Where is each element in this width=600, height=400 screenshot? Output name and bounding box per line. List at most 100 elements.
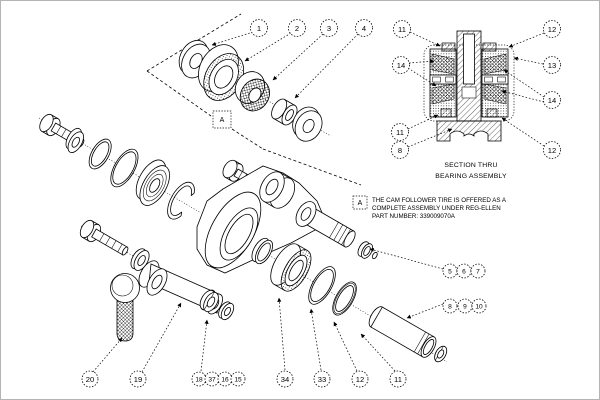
svg-text:15: 15 — [234, 376, 242, 383]
svg-text:34: 34 — [281, 375, 289, 384]
svg-text:13: 13 — [548, 61, 556, 70]
svg-text:8: 8 — [398, 146, 402, 155]
spacer-ring — [251, 237, 273, 265]
section-bearing-left — [429, 42, 457, 118]
svg-text:8: 8 — [448, 303, 452, 310]
svg-text:14: 14 — [548, 96, 556, 105]
section-bearing-right — [481, 42, 509, 118]
section-title-line1: SECTION THRU — [444, 162, 497, 169]
nut-washer-set — [199, 290, 235, 321]
callout-2: 2 — [288, 19, 306, 37]
leader-12-bottom — [501, 117, 545, 147]
section-view: SECTION THRU BEARING ASSEMBLY — [423, 30, 515, 180]
svg-text:16: 16 — [221, 376, 229, 383]
leader-11-lower — [360, 333, 396, 372]
note-line2: COMPLETE ASSEMBLY UNDER REG-ELLEN — [372, 205, 501, 212]
note-line3: PART NUMBER: 339009070A — [372, 213, 456, 220]
callout-1: 1 — [250, 19, 268, 37]
roller-bearing — [270, 243, 312, 292]
svg-text:11: 11 — [396, 128, 404, 137]
end-nut — [434, 345, 448, 363]
clevis — [259, 171, 296, 209]
seal-ring-large — [110, 148, 139, 188]
callout-13: 13 — [543, 56, 561, 74]
lower-right-chain — [251, 237, 448, 363]
seal-ring — [88, 138, 112, 170]
callout-34: 34 — [276, 370, 294, 388]
leader-8-9-10 — [406, 303, 444, 319]
callout-20: 20 — [81, 370, 99, 388]
stud-end-cap — [357, 241, 378, 260]
svg-text:11: 11 — [394, 375, 402, 384]
detail-flag-label: A — [220, 117, 225, 124]
leader-1 — [211, 31, 254, 46]
callout-14: 14 — [392, 56, 410, 74]
svg-text:1: 1 — [257, 24, 261, 33]
callout-11: 11 — [391, 123, 409, 141]
callout-3: 3 — [320, 19, 338, 37]
callout-37: 37 — [204, 371, 220, 387]
svg-text:2: 2 — [295, 24, 299, 33]
clamp-bolt — [79, 219, 150, 271]
callout-14: 14 — [543, 91, 561, 109]
svg-text:9: 9 — [463, 303, 467, 310]
seal-ring-2 — [332, 281, 357, 316]
leader-2 — [244, 32, 292, 62]
note-block: A THE CAM FOLLOWER TIRE IS OFFERED AS A … — [352, 195, 507, 220]
callout-8: 8 — [391, 141, 409, 159]
callout-10: 10 — [471, 298, 487, 314]
callout-19: 19 — [129, 370, 147, 388]
svg-text:14: 14 — [397, 61, 405, 70]
retaining-ring — [167, 181, 195, 220]
leader-11-top — [409, 31, 441, 47]
callout-18: 18 — [191, 371, 207, 387]
leader-4 — [294, 33, 359, 99]
callout-4: 4 — [355, 19, 373, 37]
leader-14-right-a — [503, 69, 545, 98]
svg-text:3: 3 — [327, 24, 331, 33]
svg-text:10: 10 — [475, 303, 483, 310]
leader-18-group — [200, 319, 209, 372]
svg-text:4: 4 — [362, 24, 366, 33]
svg-text:12: 12 — [548, 25, 556, 34]
svg-text:20: 20 — [86, 375, 94, 384]
thrust-washer — [292, 106, 323, 142]
sleeve — [368, 306, 437, 358]
leader-11-bottom — [407, 114, 439, 130]
callout-11: 11 — [389, 370, 407, 388]
housing — [196, 159, 356, 274]
note-flag-label: A — [358, 200, 363, 207]
eyebolt — [110, 273, 140, 342]
leader-14-right-b — [501, 89, 545, 103]
leader-12-top — [508, 32, 545, 48]
bearing-cup — [135, 159, 170, 206]
callout-5: 5 — [442, 263, 458, 279]
leader-33 — [309, 308, 322, 371]
callout-12: 12 — [351, 370, 369, 388]
leader-5-6-7 — [369, 247, 444, 270]
cam-follower-tire — [198, 44, 245, 101]
svg-text:11: 11 — [398, 25, 406, 34]
leader-34 — [277, 297, 286, 371]
callout-11: 11 — [393, 20, 411, 38]
svg-text:12: 12 — [548, 146, 556, 155]
cam-follower-group — [178, 39, 323, 142]
svg-text:12: 12 — [356, 375, 364, 384]
detail-flag: A — [212, 110, 232, 129]
leader-20 — [92, 337, 123, 373]
svg-text:5: 5 — [448, 268, 452, 275]
race-ring — [308, 266, 336, 305]
leader-12-lower — [333, 321, 358, 372]
leader-19 — [141, 302, 182, 373]
leader-lines — [92, 31, 545, 373]
needle-bearing — [234, 71, 270, 112]
leader-14-left-a — [408, 59, 435, 64]
leader-8-section — [407, 128, 453, 148]
small-washer — [218, 301, 235, 321]
section-title-line2: BEARING ASSEMBLY — [435, 173, 507, 180]
callout-9: 9 — [457, 298, 473, 314]
section-stud — [436, 30, 502, 142]
callout-15: 15 — [230, 371, 246, 387]
